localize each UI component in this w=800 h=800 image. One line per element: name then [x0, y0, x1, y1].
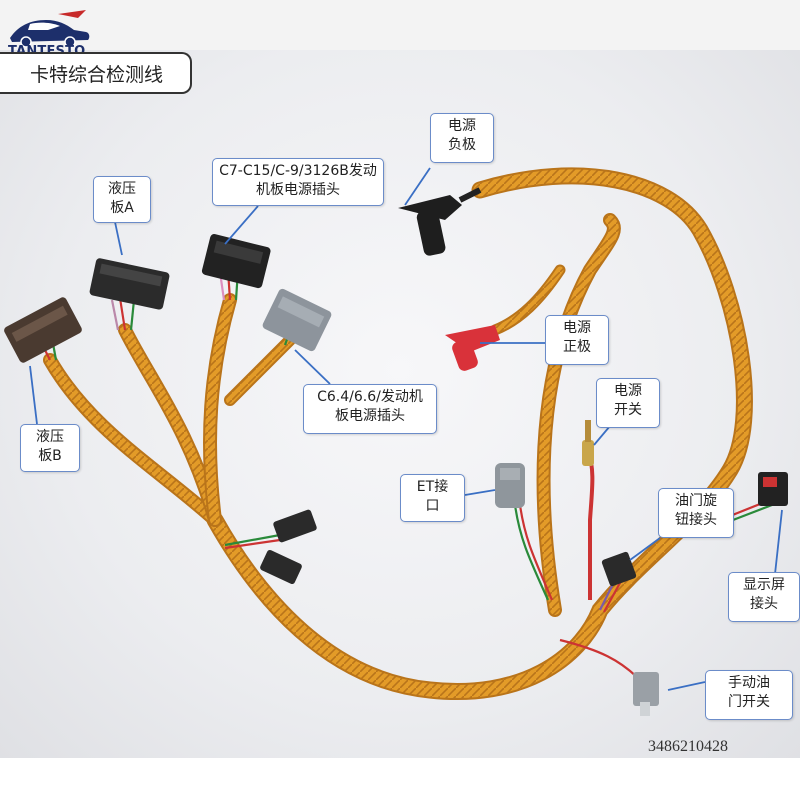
serial-number: 3486210428: [648, 738, 728, 755]
bottom-band: [0, 758, 800, 800]
manual-throttle-switch: [633, 672, 659, 716]
callout-c64-engine-plug: C6.4/6.6/发动机 板电源插头: [303, 384, 437, 434]
display-connector: [758, 472, 788, 506]
power-switch-fuse: [582, 420, 594, 466]
positive-clip: [445, 325, 500, 371]
c64-engine-plug-connector: [262, 288, 332, 352]
callout-power-negative: 电源 负极: [430, 113, 494, 163]
throttle-knob-connector: [601, 551, 637, 587]
callout-et-port: ET接 口: [400, 474, 465, 522]
callout-throttle-knob-connector: 油门旋 钮接头: [658, 488, 734, 538]
callout-manual-throttle-switch: 手动油 门开关: [705, 670, 793, 720]
callout-c7-engine-plug: C7-C15/C-9/3126B发动 机板电源插头: [212, 158, 384, 206]
callout-power-switch: 电源 开关: [596, 378, 660, 428]
callout-display-connector: 显示屏 接头: [728, 572, 800, 622]
hydraulic-b-connector: [4, 297, 82, 363]
c7-engine-plug-connector: [201, 234, 271, 289]
car-logo-icon: [10, 10, 90, 48]
wire-bundles: [39, 187, 773, 681]
et-port-connector: [495, 463, 525, 508]
callout-hydraulic-b: 液压 板B: [20, 424, 80, 472]
callout-pointers: [29, 167, 783, 691]
small-plug-connectors: [260, 509, 317, 585]
hydraulic-a-connector: [89, 258, 170, 310]
callout-hydraulic-a: 液压 板A: [93, 176, 151, 223]
page-title: 卡特综合检测线: [0, 52, 192, 94]
negative-clip: [398, 195, 462, 256]
callout-power-positive: 电源 正极: [545, 315, 609, 365]
